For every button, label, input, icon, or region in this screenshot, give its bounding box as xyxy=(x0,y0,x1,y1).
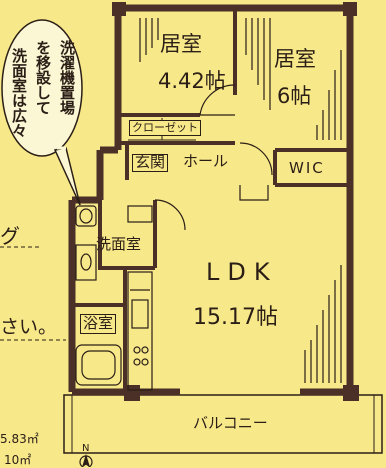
fixtures xyxy=(75,205,153,391)
ldk-name: LDK xyxy=(206,258,278,286)
window-hatching xyxy=(139,18,342,383)
callout-column-3: 洗面室は広々 xyxy=(10,48,28,138)
fragment-area-2: 10㎡ xyxy=(4,453,32,467)
callout-column-1: 洗濯機置場 xyxy=(58,40,76,115)
structural-columns xyxy=(112,2,359,401)
closet-label: クローゼット xyxy=(129,120,201,136)
fragment-left-upper: グ xyxy=(0,224,20,248)
callout-bubble xyxy=(1,19,83,206)
door-swings xyxy=(154,84,273,231)
fragment-left-middle: さい。 xyxy=(0,316,58,338)
bedroom2-name: 居室 xyxy=(274,47,316,71)
washroom-label: 洗面室 xyxy=(96,235,142,253)
balcony-area xyxy=(63,394,383,454)
callout-column-2: を移設して xyxy=(34,40,52,115)
entrance-label: 玄関 xyxy=(132,154,169,172)
hall-label: ホール xyxy=(183,152,229,170)
compass-letter: N xyxy=(82,443,90,454)
bedroom2-size: 6帖 xyxy=(277,84,312,108)
compass-icon xyxy=(79,453,93,467)
ldk-size: 15.17帖 xyxy=(193,305,278,330)
interior-walls xyxy=(72,8,350,392)
fragment-area-1: 5.83㎡ xyxy=(0,432,39,446)
bedroom1-name: 居室 xyxy=(160,32,202,56)
bath-label: 浴室 xyxy=(80,314,117,334)
balcony-label: バルコニー xyxy=(193,414,268,432)
wic-label: WIC xyxy=(289,159,325,177)
bedroom1-size: 4.42帖 xyxy=(158,69,226,93)
left-dashed-lines xyxy=(0,246,66,341)
